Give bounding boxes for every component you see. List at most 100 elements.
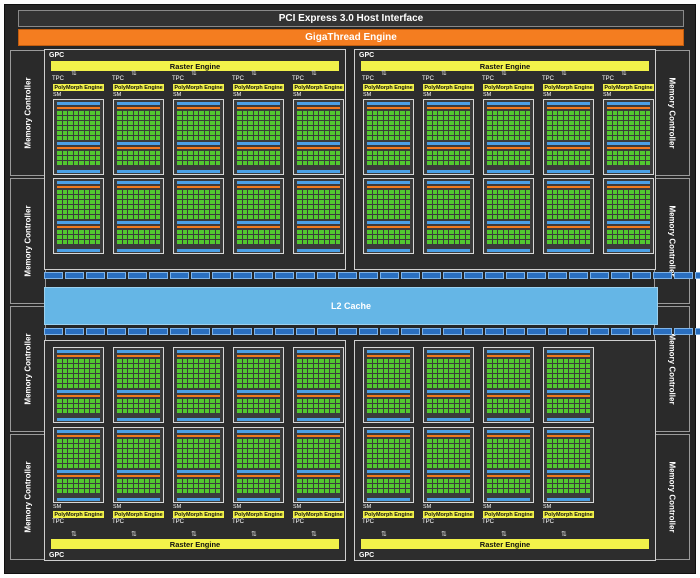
cuda-core [324,404,329,408]
cuda-core [242,454,247,458]
cuda-core [242,131,247,135]
cuda-core [640,215,645,219]
sm-band [177,102,220,105]
cuda-core [150,449,155,453]
cuda-core [612,156,617,160]
cuda-core [57,121,62,125]
cuda-core [645,230,650,234]
cuda-core [558,374,563,378]
cuda-core [62,479,67,483]
sm-band-orange [547,475,590,477]
cuda-core [90,439,95,443]
cuda-core [623,205,628,209]
sm-band [487,221,530,224]
cuda-core [188,379,193,383]
cuda-core [210,479,215,483]
cuda-core [68,439,73,443]
cuda-core [580,121,585,125]
cuda-core [367,439,372,443]
cuda-core [144,484,149,488]
cuda-core [525,210,530,214]
cuda-core [509,379,514,383]
cuda-core [73,439,78,443]
cuda-core [449,464,454,468]
cuda-core [79,489,84,493]
cuda-core [498,235,503,239]
cuda-core [492,444,497,448]
cuda-core [319,116,324,120]
cuda-core [90,384,95,388]
cuda-core [253,484,258,488]
cuda-core [460,464,465,468]
cuda-core [498,409,503,413]
sm-band-orange [237,147,280,149]
memory-controller-left-1: Memory Controller [10,50,46,176]
sm-band [297,470,340,473]
cuda-core [264,200,269,204]
cuda-core [585,240,590,244]
sm-band [547,470,590,473]
cuda-core [242,240,247,244]
cuda-core [95,126,100,130]
sm-band-orange [297,186,340,188]
cuda-core [237,409,242,413]
sm-band [177,221,220,224]
sm-band-orange [547,147,590,149]
cuda-core [389,126,394,130]
cuda-core [193,116,198,120]
cuda-core [210,379,215,383]
cuda-core [188,439,193,443]
cuda-core [259,200,264,204]
cuda-core [460,359,465,363]
cuda-core [177,111,182,115]
cuda-core [389,136,394,140]
cuda-core [215,190,220,194]
cuda-core [525,489,530,493]
cuda-core [487,489,492,493]
cuda-core [210,384,215,388]
cuda-core [84,126,89,130]
memory-slice [170,328,189,335]
cuda-core [427,195,432,199]
cuda-core [432,210,437,214]
cuda-core [297,444,302,448]
cuda-core [139,379,144,383]
cuda-core [449,151,454,155]
core-grid [427,479,470,493]
cuda-core [57,449,62,453]
cuda-core [438,215,443,219]
cuda-core [367,235,372,239]
cuda-core [210,359,215,363]
cuda-core [443,210,448,214]
cuda-core [558,200,563,204]
core-grid [367,399,410,413]
cuda-core [144,449,149,453]
cuda-core [302,136,307,140]
cuda-core [335,131,340,135]
cuda-core [139,454,144,458]
sm-block [173,178,224,254]
cuda-core [90,131,95,135]
cuda-core [400,449,405,453]
cuda-core [139,126,144,130]
core-grid [57,439,100,468]
cuda-core [574,399,579,403]
cuda-core [514,404,519,408]
cuda-core [270,151,275,155]
cuda-core [389,439,394,443]
cuda-core [465,449,470,453]
cuda-core [215,215,220,219]
cuda-core [117,190,122,194]
cuda-core [432,454,437,458]
cuda-core [330,484,335,488]
cuda-core [177,195,182,199]
cuda-core [520,205,525,209]
sm-label: SM [233,504,242,510]
cuda-core [248,364,253,368]
cuda-core [552,121,557,125]
cuda-core [324,190,329,194]
cuda-core [389,205,394,209]
cuda-core [607,205,612,209]
